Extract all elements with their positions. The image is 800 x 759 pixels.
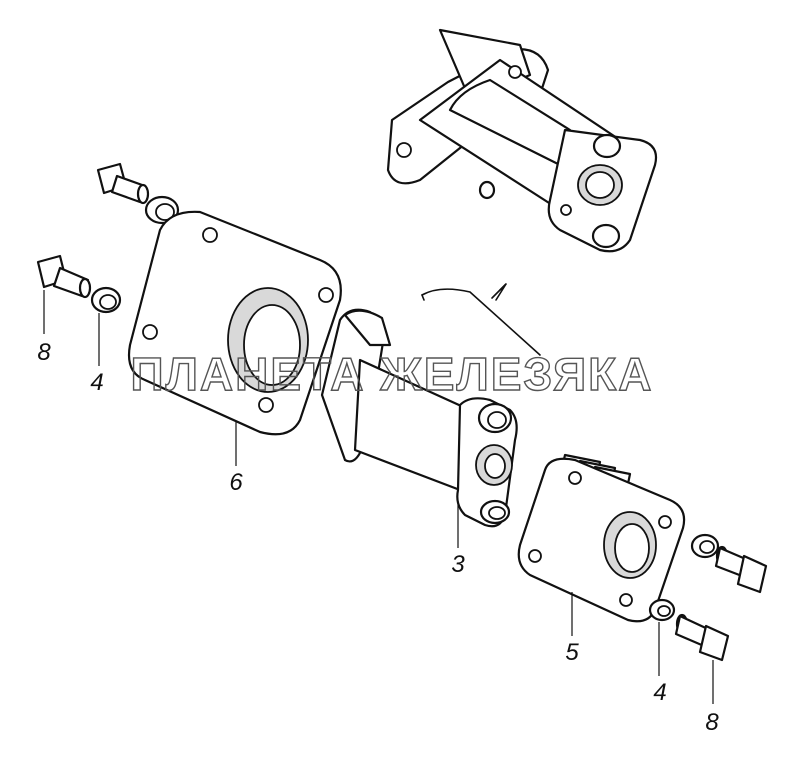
callout-washer-lower-right: 4	[653, 679, 666, 706]
gasket-small-stack	[517, 453, 686, 623]
bolt-upper-left	[36, 254, 92, 299]
pipe-center	[320, 308, 518, 528]
callout-bolt-upper-left: 8	[37, 339, 51, 366]
flow-direction-arrow	[421, 283, 541, 356]
washer-lower-right-top	[690, 533, 720, 559]
callout-numbers: 8 4 6 3 5 4 8	[37, 339, 719, 736]
callout-washer-upper-left: 4	[90, 369, 103, 396]
watermark-text: ПЛАНЕТА ЖЕЛЕЗЯКА	[131, 348, 654, 400]
callout-pipe-center: 3	[451, 551, 465, 578]
bolt-upper-left-top	[96, 162, 150, 205]
bolt-lower-right-top	[714, 545, 768, 594]
callout-bolt-lower-right: 8	[705, 709, 719, 736]
assembled-pipe-view	[386, 28, 658, 253]
leader-lines	[43, 290, 714, 704]
washer-upper-left	[90, 286, 122, 314]
gasket-large-stack	[127, 210, 342, 436]
washer-lower-right	[648, 598, 676, 622]
bolt-lower-right	[674, 613, 730, 662]
callout-gasket-small: 5	[565, 639, 579, 666]
callout-gasket-large: 6	[229, 469, 243, 496]
washer-upper-left-top	[144, 195, 180, 225]
